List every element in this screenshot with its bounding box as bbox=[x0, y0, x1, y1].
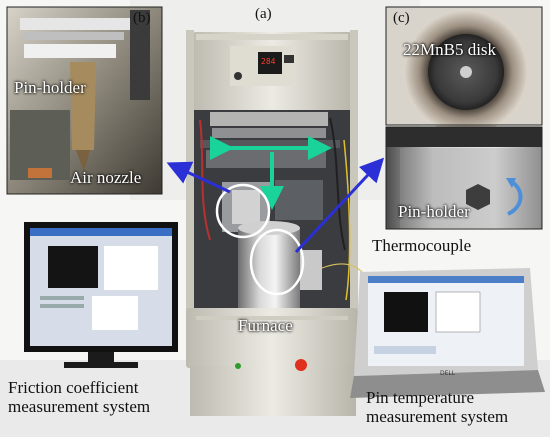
furnace-highlight bbox=[249, 228, 305, 296]
pin-temperature-system-label: Pin temperature measurement system bbox=[366, 388, 508, 426]
pin-temperature-line1: Pin temperature bbox=[366, 388, 475, 407]
laptop-brand: DELL bbox=[440, 370, 456, 377]
friction-system-line1: Friction coefficient bbox=[8, 378, 139, 397]
right-laptop: DELL bbox=[350, 268, 545, 398]
inset-c-pin-holder-label: Pin-holder bbox=[398, 202, 470, 221]
inset-c-bottom-photo bbox=[385, 126, 543, 230]
inset-b-photo bbox=[6, 6, 163, 195]
inset-c-disk-label: 22MnB5 disk bbox=[403, 40, 497, 59]
pin-temperature-line2: measurement system bbox=[366, 407, 509, 426]
friction-system-label: Friction coefficient measurement system bbox=[8, 378, 150, 416]
panel-label-a: (a) bbox=[255, 6, 272, 22]
controller-display: 284 bbox=[261, 57, 276, 66]
inset-b-air-nozzle-label: Air nozzle bbox=[70, 168, 142, 187]
pin-holder-highlight bbox=[215, 183, 271, 239]
furnace-label: Furnace bbox=[238, 316, 293, 335]
panel-label-c: (c) bbox=[393, 10, 410, 26]
inset-c-top-photo bbox=[385, 6, 543, 134]
panel-label-b: (b) bbox=[133, 10, 151, 26]
left-monitor bbox=[24, 222, 178, 368]
inset-b-pin-holder-label: Pin-holder bbox=[14, 78, 86, 97]
thermocouple-label: Thermocouple bbox=[372, 236, 472, 255]
test-machine: 284 bbox=[186, 30, 358, 416]
stop-lamp bbox=[295, 359, 307, 371]
power-lamp bbox=[235, 363, 241, 369]
annotations bbox=[166, 136, 385, 296]
friction-system-line2: measurement system bbox=[8, 397, 151, 416]
